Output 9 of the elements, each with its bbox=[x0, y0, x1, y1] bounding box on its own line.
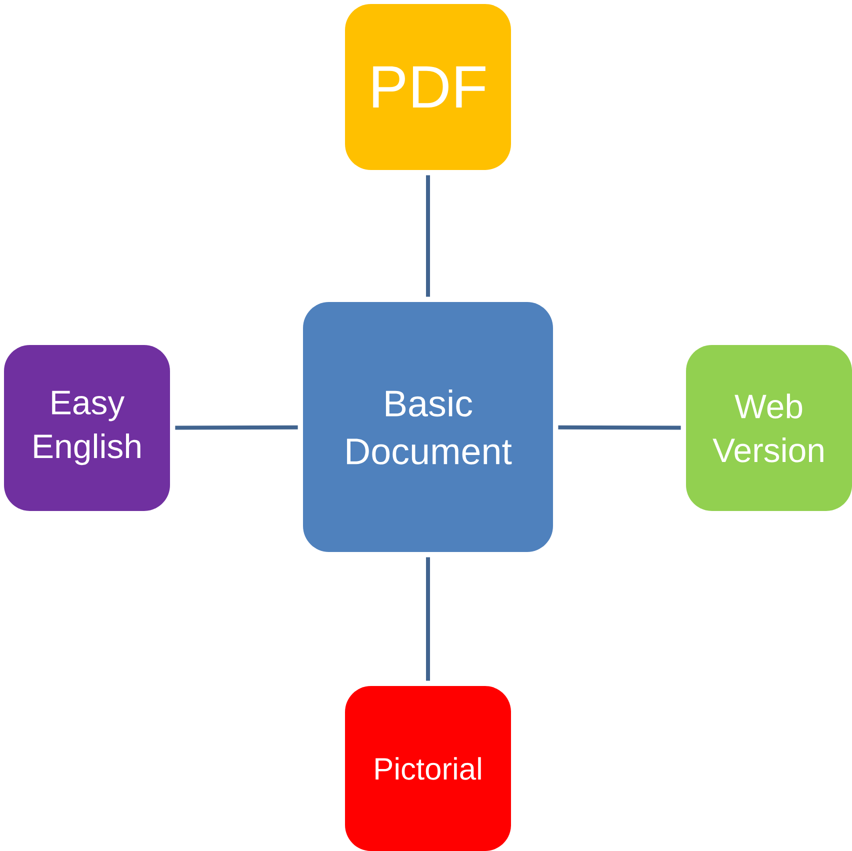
process-box: Easy English bbox=[4, 345, 170, 511]
process-box: Basic Document bbox=[303, 302, 553, 552]
process-box: Pictorial bbox=[345, 686, 511, 851]
connector-line bbox=[558, 425, 681, 430]
connector-line bbox=[426, 175, 430, 297]
connector-line bbox=[426, 557, 430, 681]
process-box: PDF bbox=[345, 4, 511, 170]
process-box: Web Version bbox=[686, 345, 852, 511]
connector-line bbox=[175, 425, 298, 430]
